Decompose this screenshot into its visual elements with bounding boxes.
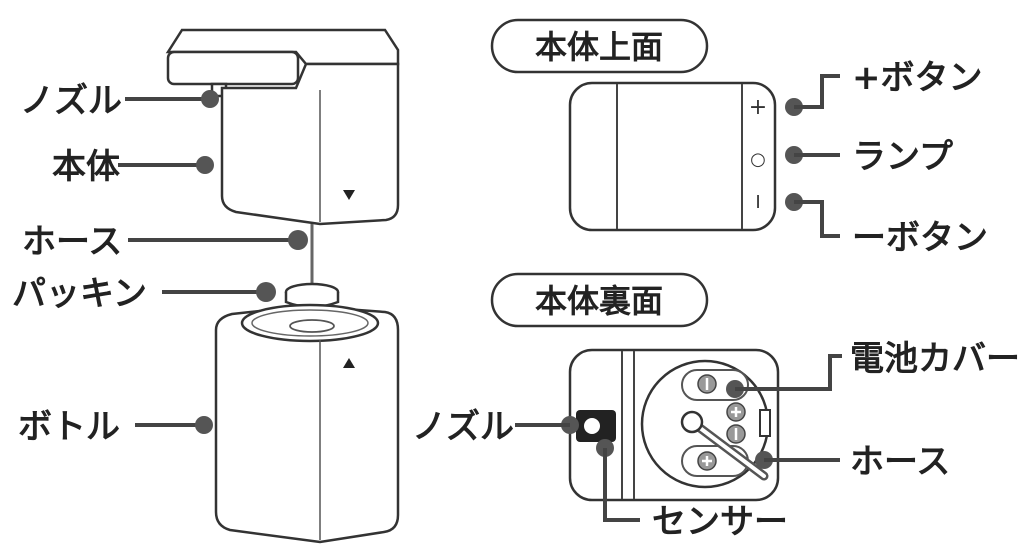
top-view-title: 本体上面: [535, 28, 663, 66]
label-plus-button: +ボタン: [852, 58, 983, 98]
packing-part: [284, 282, 340, 309]
label-battery-cover: 電池カバー: [850, 339, 1020, 379]
bottle-part: [214, 303, 400, 544]
back-view-panel: [568, 348, 780, 502]
nozzle-spout: [166, 50, 300, 86]
label-body: 本体: [52, 147, 120, 187]
label-minus-button: ーボタン: [852, 218, 988, 258]
sensor-leader: [603, 448, 640, 522]
label-back-hose: ホース: [850, 442, 950, 482]
back-view-title-pill: [490, 272, 709, 328]
align-arrow-down: [343, 190, 355, 200]
battery-cover-leader: [735, 354, 842, 391]
bottle-rim: [240, 303, 380, 343]
minus-symbol: I: [755, 192, 760, 213]
label-sensor: センサー: [652, 502, 788, 542]
label-back-nozzle: ノズル: [412, 407, 514, 447]
plus-symbol: +: [749, 95, 767, 120]
align-arrow-up: [343, 358, 355, 368]
lamp-symbol: ○: [750, 149, 766, 170]
minus-button-leader: [794, 200, 840, 238]
label-bottle: ボトル: [18, 407, 120, 447]
top-view-panel: + ○ I: [568, 81, 777, 232]
nozzle-dot: [201, 90, 219, 108]
plus-button-leader: [794, 74, 840, 109]
label-lamp: ランプ: [852, 137, 953, 177]
top-view-title-pill: [490, 18, 709, 74]
back-view-title: 本体裏面: [535, 282, 663, 320]
main-body: [220, 62, 400, 226]
label-nozzle: ノズル: [20, 81, 122, 121]
label-packing: パッキン: [12, 274, 147, 314]
body-dot: [196, 156, 214, 174]
packing-dot: [256, 282, 276, 302]
label-hose: ホース: [22, 222, 122, 262]
dispenser-head: [165, 28, 400, 226]
hose-dot: [288, 230, 308, 250]
bottle-dot: [195, 416, 213, 434]
